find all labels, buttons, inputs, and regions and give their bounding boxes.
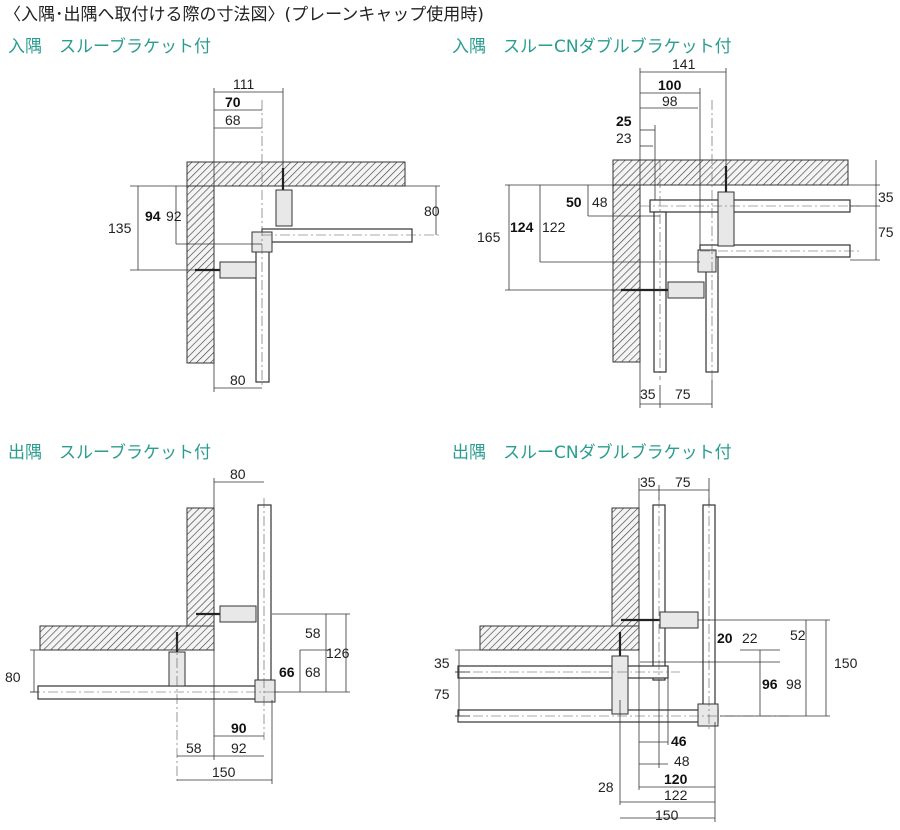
dim-80: 80 [5, 669, 21, 685]
dim-150: 150 [212, 764, 236, 780]
dim-68: 68 [305, 664, 321, 680]
dim-126: 126 [326, 645, 350, 661]
side-wall [611, 507, 640, 627]
dim-80: 80 [230, 372, 246, 388]
panel-outside-corner-single: 出隅 スルーブラケット付 [5, 442, 350, 784]
panel-heading: 出隅 スルーCNダブルブラケット付 [452, 442, 732, 463]
panel-inside-corner-single: 入隅 スルーブラケット付 [8, 36, 440, 392]
dim-68: 68 [225, 112, 241, 128]
ceiling-wall [186, 161, 406, 187]
dim-111: 111 [233, 76, 254, 92]
dim-150: 150 [655, 807, 679, 823]
ceiling-wall [479, 625, 640, 651]
panel-outside-corner-double: 出隅 スルーCNダブルブラケット付 [434, 442, 858, 823]
dim-75: 75 [675, 386, 691, 402]
dim-135: 135 [108, 220, 132, 236]
dim-48: 48 [674, 753, 690, 769]
joint [697, 703, 719, 727]
dim-90: 90 [231, 720, 247, 736]
bracket [667, 281, 705, 299]
joint [254, 679, 276, 703]
dim-80: 80 [424, 203, 440, 219]
dim-75: 75 [675, 474, 691, 490]
dim-122: 122 [664, 787, 688, 803]
dim-22: 22 [742, 630, 758, 646]
dim-35: 35 [434, 655, 450, 671]
dim-66: 66 [279, 664, 295, 680]
ceiling-wall [612, 159, 849, 186]
dim-100: 100 [658, 77, 682, 93]
dim-124: 124 [510, 219, 534, 235]
dim-122: 122 [542, 219, 566, 235]
dim-35: 35 [878, 189, 894, 205]
ceiling-wall [39, 625, 215, 651]
dim-58: 58 [305, 625, 321, 641]
horizontal-rail [261, 228, 413, 243]
dim-98: 98 [662, 93, 678, 109]
vertical-rail [255, 235, 270, 383]
dim-20: 20 [717, 630, 733, 646]
dim-92: 92 [166, 208, 182, 224]
bracket [659, 611, 699, 629]
panel-inside-corner-double: 入隅 スルーCNダブルブラケット付 [452, 36, 894, 408]
dim-35: 35 [640, 386, 656, 402]
bracket [219, 605, 257, 623]
dim-48: 48 [592, 194, 608, 210]
dim-150: 150 [834, 655, 858, 671]
dim-92: 92 [231, 740, 247, 756]
horizontal-rail [37, 685, 269, 700]
drawing-title: 〈入隅･出隅へ取付ける際の寸法図〉(プレーンキャップ使用時) [4, 4, 484, 25]
dim-23: 23 [616, 130, 632, 146]
bracket [219, 261, 257, 279]
dim-70: 70 [225, 94, 241, 110]
dim-58: 58 [186, 740, 202, 756]
dim-75: 75 [434, 686, 450, 702]
dim-25: 25 [616, 113, 632, 129]
side-wall [186, 507, 215, 627]
joint [697, 249, 717, 273]
side-wall [612, 184, 641, 363]
bracket [275, 189, 293, 227]
dim-52: 52 [790, 627, 806, 643]
dim-94: 94 [145, 208, 161, 224]
dim-96: 96 [762, 676, 778, 692]
dim-35: 35 [640, 474, 656, 490]
panel-heading: 入隅 スルーCNダブルブラケット付 [452, 36, 732, 57]
dim-98: 98 [786, 676, 802, 692]
dim-165: 165 [477, 229, 501, 245]
dim-75: 75 [878, 224, 894, 240]
bracket [717, 191, 735, 247]
dim-80: 80 [230, 466, 246, 482]
vertical-rail [257, 504, 272, 701]
dim-120: 120 [664, 771, 688, 787]
side-wall [186, 185, 215, 364]
dim-50: 50 [566, 194, 582, 210]
dim-141: 141 [672, 56, 696, 72]
dim-28: 28 [598, 779, 614, 795]
dim-46: 46 [671, 733, 687, 749]
panel-heading: 入隅 スルーブラケット付 [8, 36, 211, 57]
panel-heading: 出隅 スルーブラケット付 [8, 442, 211, 463]
